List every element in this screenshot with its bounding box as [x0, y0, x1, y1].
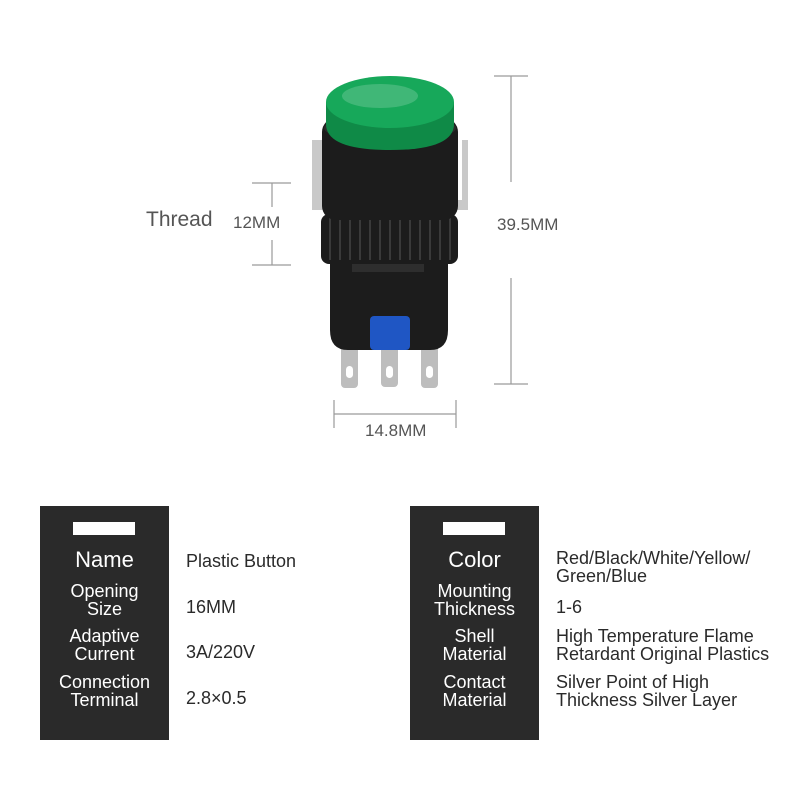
spec-key-contact-material: Contact Material	[410, 673, 539, 709]
switch-body	[330, 255, 448, 350]
spec-key-line: Material	[442, 690, 507, 710]
spec-value-line: Silver Point of High	[556, 672, 710, 692]
spec-value-line: 2.8×0.5	[186, 688, 247, 708]
spec-value-adaptive-current: 3A/220V	[186, 643, 255, 661]
spec-value-mounting-thickness: 1-6	[556, 598, 582, 616]
spec-key-line: Terminal	[70, 690, 139, 710]
spec-header-column	[410, 506, 539, 740]
height-dimension: 39.5MM	[497, 215, 559, 234]
thread-label: Thread	[146, 208, 213, 231]
product-figure: Thread 12MM 39.5MM 14.8MM	[146, 75, 559, 440]
spec-key-line: Size	[86, 599, 122, 619]
spec-header-column	[40, 506, 169, 740]
spec-key-shell-material: Shell Material	[410, 627, 539, 663]
thread-dimension: 12MM	[233, 213, 281, 232]
spec-value-contact-material: Silver Point of High Thickness Silver La…	[556, 673, 737, 709]
spec-key-opening-size: Opening Size	[40, 582, 169, 618]
width-dimension: 14.8MM	[365, 421, 427, 440]
spec-value-line: 3A/220V	[186, 642, 256, 662]
spec-key-line: Thickness	[433, 599, 516, 619]
spec-value-line: Red/Black/White/Yellow/	[556, 548, 751, 568]
spec-value-shell-material: High Temperature Flame Retardant Origina…	[556, 627, 769, 663]
spec-key-name: Name	[40, 549, 169, 571]
spec-key-line: Current	[74, 644, 135, 664]
spec-key-line: Connection	[58, 672, 151, 692]
header-bar	[443, 522, 505, 535]
collar-knurling	[329, 218, 451, 260]
dimension-lines	[252, 75, 528, 428]
spec-value-color: Red/Black/White/Yellow/ Green/Blue	[556, 549, 750, 585]
spec-key-line: Mounting	[437, 581, 512, 601]
spec-value-line: Green/Blue	[556, 566, 648, 586]
green-lens	[326, 76, 454, 128]
spec-value-line: 1-6	[556, 597, 583, 617]
spec-key-line: Adaptive	[69, 626, 140, 646]
spec-key-line: Name	[75, 547, 134, 572]
spec-value-line: Plastic Button	[186, 551, 297, 571]
spec-key-connection-terminal: Connection Terminal	[40, 673, 169, 709]
spec-value-line: Thickness Silver Layer	[556, 690, 738, 710]
spec-value-line: 16MM	[186, 597, 237, 617]
spec-key-line: Opening	[70, 581, 139, 601]
spec-key-line: Material	[442, 644, 507, 664]
spec-panel-right: Color Red/Black/White/Yellow/ Green/Blue…	[410, 506, 790, 740]
spec-panel-left: Name Plastic Button Opening Size 16MM Ad…	[40, 506, 400, 740]
spec-key-adaptive-current: Adaptive Current	[40, 627, 169, 663]
spec-value-line: High Temperature Flame	[556, 626, 754, 646]
spec-key-color: Color	[410, 549, 539, 571]
spec-value-name: Plastic Button	[186, 552, 296, 570]
push-button-illustration	[252, 75, 528, 428]
spec-value-line: Retardant Original Plastics	[556, 644, 770, 664]
header-bar	[73, 522, 135, 535]
spec-key-line: Shell	[454, 626, 495, 646]
spec-key-line: Color	[448, 547, 501, 572]
spec-value-opening-size: 16MM	[186, 598, 236, 616]
spec-key-mounting-thickness: Mounting Thickness	[410, 582, 539, 618]
spec-value-connection-terminal: 2.8×0.5	[186, 689, 247, 707]
terminal-block	[370, 316, 410, 350]
spec-key-line: Contact	[443, 672, 506, 692]
